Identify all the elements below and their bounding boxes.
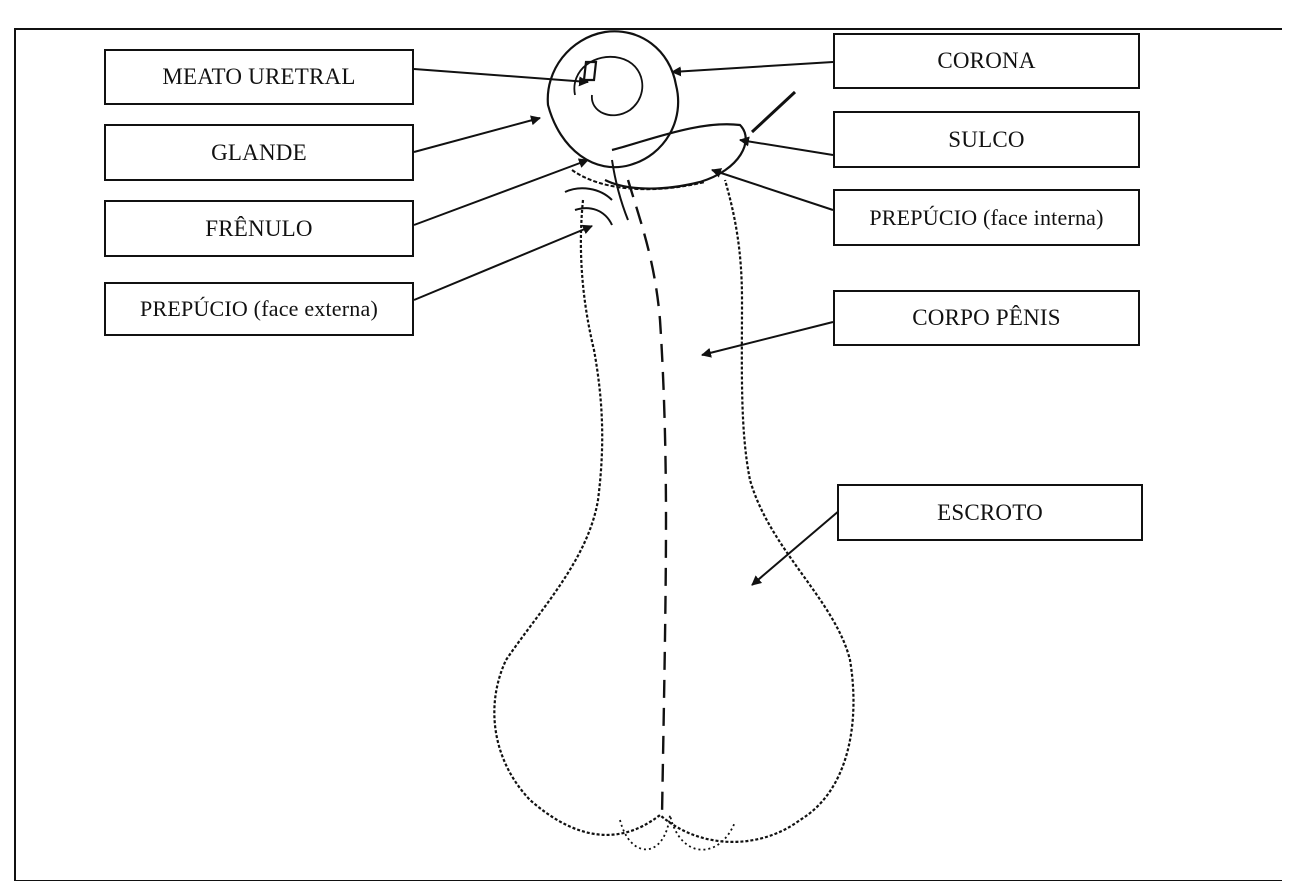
label-meato-uretral: MEATO URETRAL [104,49,414,105]
label-frenulo: FRÊNULO [104,200,414,257]
label-prepucio-externa: PREPÚCIO (face externa) [104,282,414,336]
frenulum-line [612,160,628,220]
sulcus-ring [572,170,705,189]
label-corpo-penis: CORPO PÊNIS [833,290,1140,346]
leader-sulco [740,140,833,155]
label-escroto: ESCROTO [837,484,1143,541]
glans-outline [548,31,678,167]
label-sulco: SULCO [833,111,1140,168]
leader-prep-ext [414,226,592,300]
prepuce-fold [565,188,612,225]
leader-glande [414,118,540,152]
corona-ring [605,124,746,188]
leader-prep-int [712,170,833,210]
organ-outline [494,180,853,842]
label-glande: GLANDE [104,124,414,181]
label-prepucio-interna: PREPÚCIO (face interna) [833,189,1140,246]
leader-corpo [702,322,833,355]
raphe-line [628,180,666,815]
pointer-stroke [752,92,795,132]
leader-meato [414,69,588,82]
scrotum-lobes [620,815,735,850]
leader-frenulo [414,160,588,225]
leader-corona [672,62,833,72]
leader-escroto [752,510,840,585]
label-corona: CORONA [833,33,1140,89]
meatus-mark [584,62,596,80]
